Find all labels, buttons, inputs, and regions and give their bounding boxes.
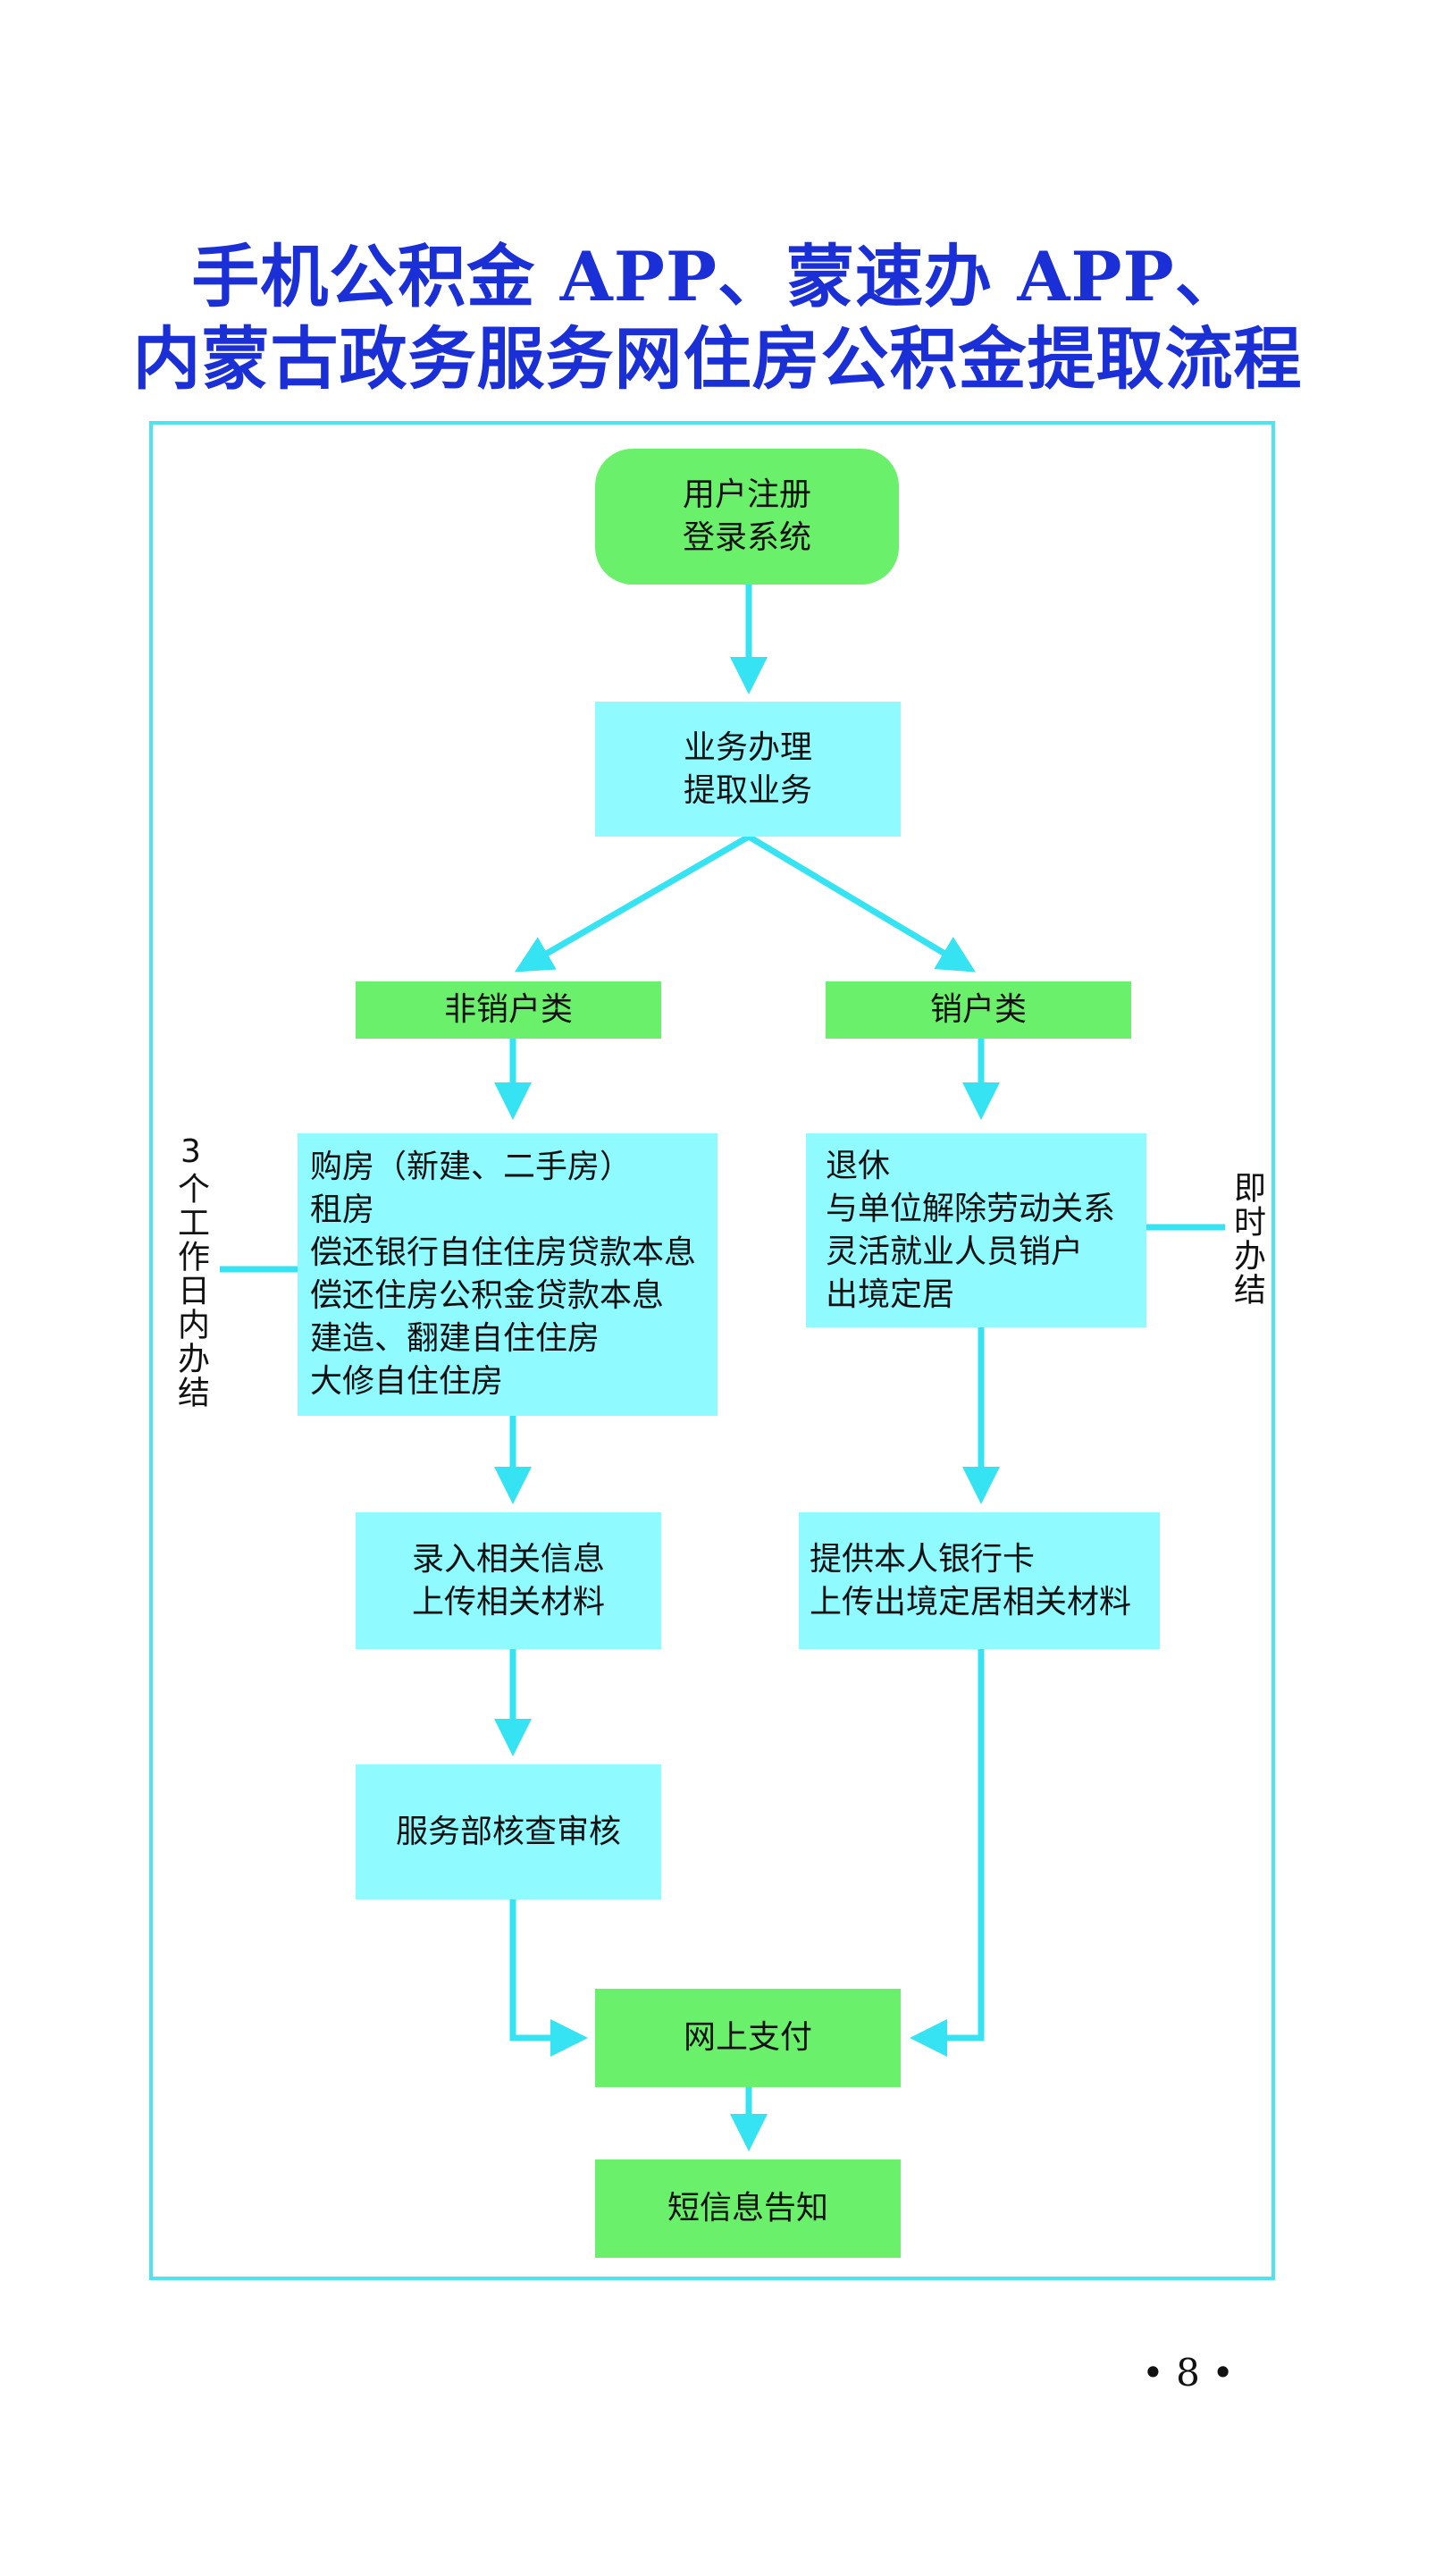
page-number: • 8 • (1142, 2351, 1234, 2395)
node-text-line: 上传出境定居相关材料 (810, 1583, 1132, 1621)
node-text-line: 大修自住住房 (310, 1363, 504, 1400)
arrow-review-to-payment (509, 1899, 588, 2057)
upload-info-node: 录入相关信息 上传相关材料 (356, 1512, 661, 1649)
node-text-line: 偿还银行自住住房贷款本息 (310, 1234, 697, 1271)
review-node: 服务部核查审核 (356, 1764, 661, 1899)
node-text-line: 退休 (826, 1147, 891, 1184)
node-text-line: 短信息告知 (667, 2190, 828, 2227)
cancel-category-node: 销户类 (826, 981, 1131, 1039)
node-text-line: 服务部核查审核 (395, 1813, 621, 1850)
cancel-items-node: 退休 与单位解除劳动关系 灵活就业人员销户 出境定居 (806, 1133, 1146, 1327)
node-text-line: 销户类 (929, 991, 1027, 1028)
bank-card-node: 提供本人银行卡 上传出境定居相关材料 (799, 1512, 1160, 1649)
node-text-line: 录入相关信息 (411, 1540, 605, 1578)
left-processing-time-note: 3个工作日内办结 (172, 1133, 209, 1410)
node-text-line: 用户注册 (682, 476, 811, 513)
node-text-line: 灵活就业人员销户 (826, 1233, 1084, 1270)
register-login-node: 用户注册 登录系统 (595, 449, 899, 585)
node-text-line: 偿还住房公积金贷款本息 (310, 1277, 665, 1314)
arrow-bank-card-to-payment (910, 1649, 985, 2057)
node-text-line: 网上支付 (683, 2019, 812, 2056)
node-text-line: 提供本人银行卡 (810, 1540, 1036, 1578)
business-handling-node: 业务办理 提取业务 (595, 702, 901, 837)
arrow-business-to-non-cancel (514, 833, 751, 972)
non-cancel-items-node: 购房（新建、二手房） 租房 偿还银行自住住房贷款本息 偿还住房公积金贷款本息 建… (298, 1133, 718, 1416)
title-line-1: 手机公积金 APP、蒙速办 APP、 (191, 237, 1244, 316)
node-text-line: 上传相关材料 (411, 1583, 605, 1621)
title-line-2: 内蒙古政务服务网住房公积金提取流程 (132, 319, 1303, 399)
right-processing-time-note: 即时办结 (1229, 1171, 1265, 1307)
online-payment-node: 网上支付 (595, 1989, 901, 2087)
node-text-line: 与单位解除劳动关系 (826, 1190, 1116, 1227)
node-text-line: 业务办理 (683, 728, 812, 766)
node-text-line: 非销户类 (443, 991, 573, 1028)
non-cancel-category-node: 非销户类 (356, 981, 661, 1039)
node-text-line: 购房（新建、二手房） (310, 1149, 633, 1185)
arrow-business-to-cancel (747, 833, 977, 972)
sms-notification-node: 短信息告知 (595, 2159, 901, 2258)
node-text-line: 租房 (310, 1191, 375, 1228)
node-text-line: 提取业务 (683, 771, 812, 809)
node-text-line: 出境定居 (826, 1275, 955, 1313)
node-text-line: 建造、翻建自住住房 (310, 1320, 600, 1357)
node-text-line: 登录系统 (682, 519, 811, 556)
flowchart-frame (149, 421, 1275, 2280)
